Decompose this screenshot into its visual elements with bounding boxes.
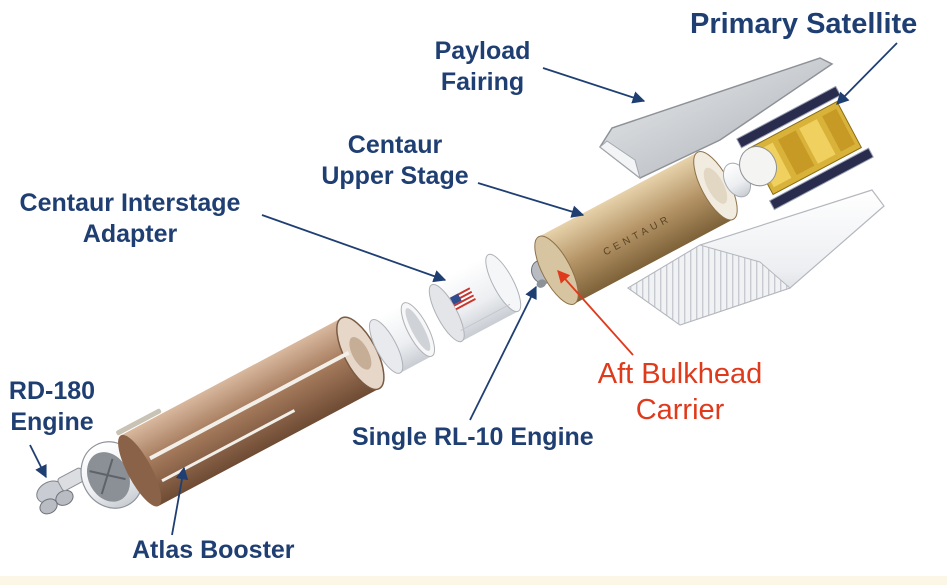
- leader-rd180-engine: [29, 444, 47, 479]
- label-line: Centaur Interstage: [19, 189, 241, 217]
- usa-flag-icon: [449, 287, 476, 311]
- leader-centaur-upper-stage: [477, 182, 585, 218]
- label-line: Fairing: [440, 68, 525, 96]
- label-line: RD-180: [8, 377, 96, 405]
- label-line: Adapter: [82, 220, 178, 248]
- label-rd180-engine: RD-180 Engine: [2, 376, 102, 438]
- leader-rl10-engine: [469, 285, 537, 421]
- label-line: Aft Bulkhead: [597, 358, 763, 390]
- centaur-interstage-ring-graphic: [368, 302, 436, 374]
- label-line: Engine: [10, 408, 94, 436]
- label-line: Payload: [434, 37, 531, 65]
- label-centaur-interstage-adapter: Centaur Interstage Adapter: [5, 188, 255, 250]
- label-line: Centaur: [347, 131, 443, 159]
- label-line: Carrier: [635, 394, 725, 426]
- label-atlas-booster: Atlas Booster: [132, 536, 295, 564]
- primary-satellite-graphic: [736, 85, 874, 211]
- leader-aft-bulkhead-carrier: [557, 270, 634, 356]
- bottom-band: [0, 576, 947, 585]
- label-centaur-upper-stage: Centaur Upper Stage: [310, 130, 480, 192]
- leader-atlas-booster: [171, 466, 189, 536]
- label-primary-satellite: Primary Satellite: [690, 8, 918, 40]
- leader-lines: [29, 42, 898, 536]
- atlas-booster-graphic: [116, 316, 385, 507]
- leader-payload-fairing: [542, 67, 646, 104]
- payload-fairing-lower-graphic: [626, 189, 885, 326]
- leader-interstage-adapter: [261, 214, 447, 283]
- centaur-interstage-adapter-graphic: [428, 253, 522, 343]
- label-payload-fairing: Payload Fairing: [425, 36, 540, 98]
- label-single-rl10-engine: Single RL-10 Engine: [352, 423, 594, 451]
- centaur-upper-stage-graphic: CENTAUR: [534, 151, 738, 305]
- rd180-engine-graphic: [36, 467, 86, 515]
- label-aft-bulkhead-carrier: Aft Bulkhead Carrier: [585, 356, 775, 428]
- label-line: Upper Stage: [321, 162, 469, 190]
- leader-primary-satellite: [836, 42, 898, 105]
